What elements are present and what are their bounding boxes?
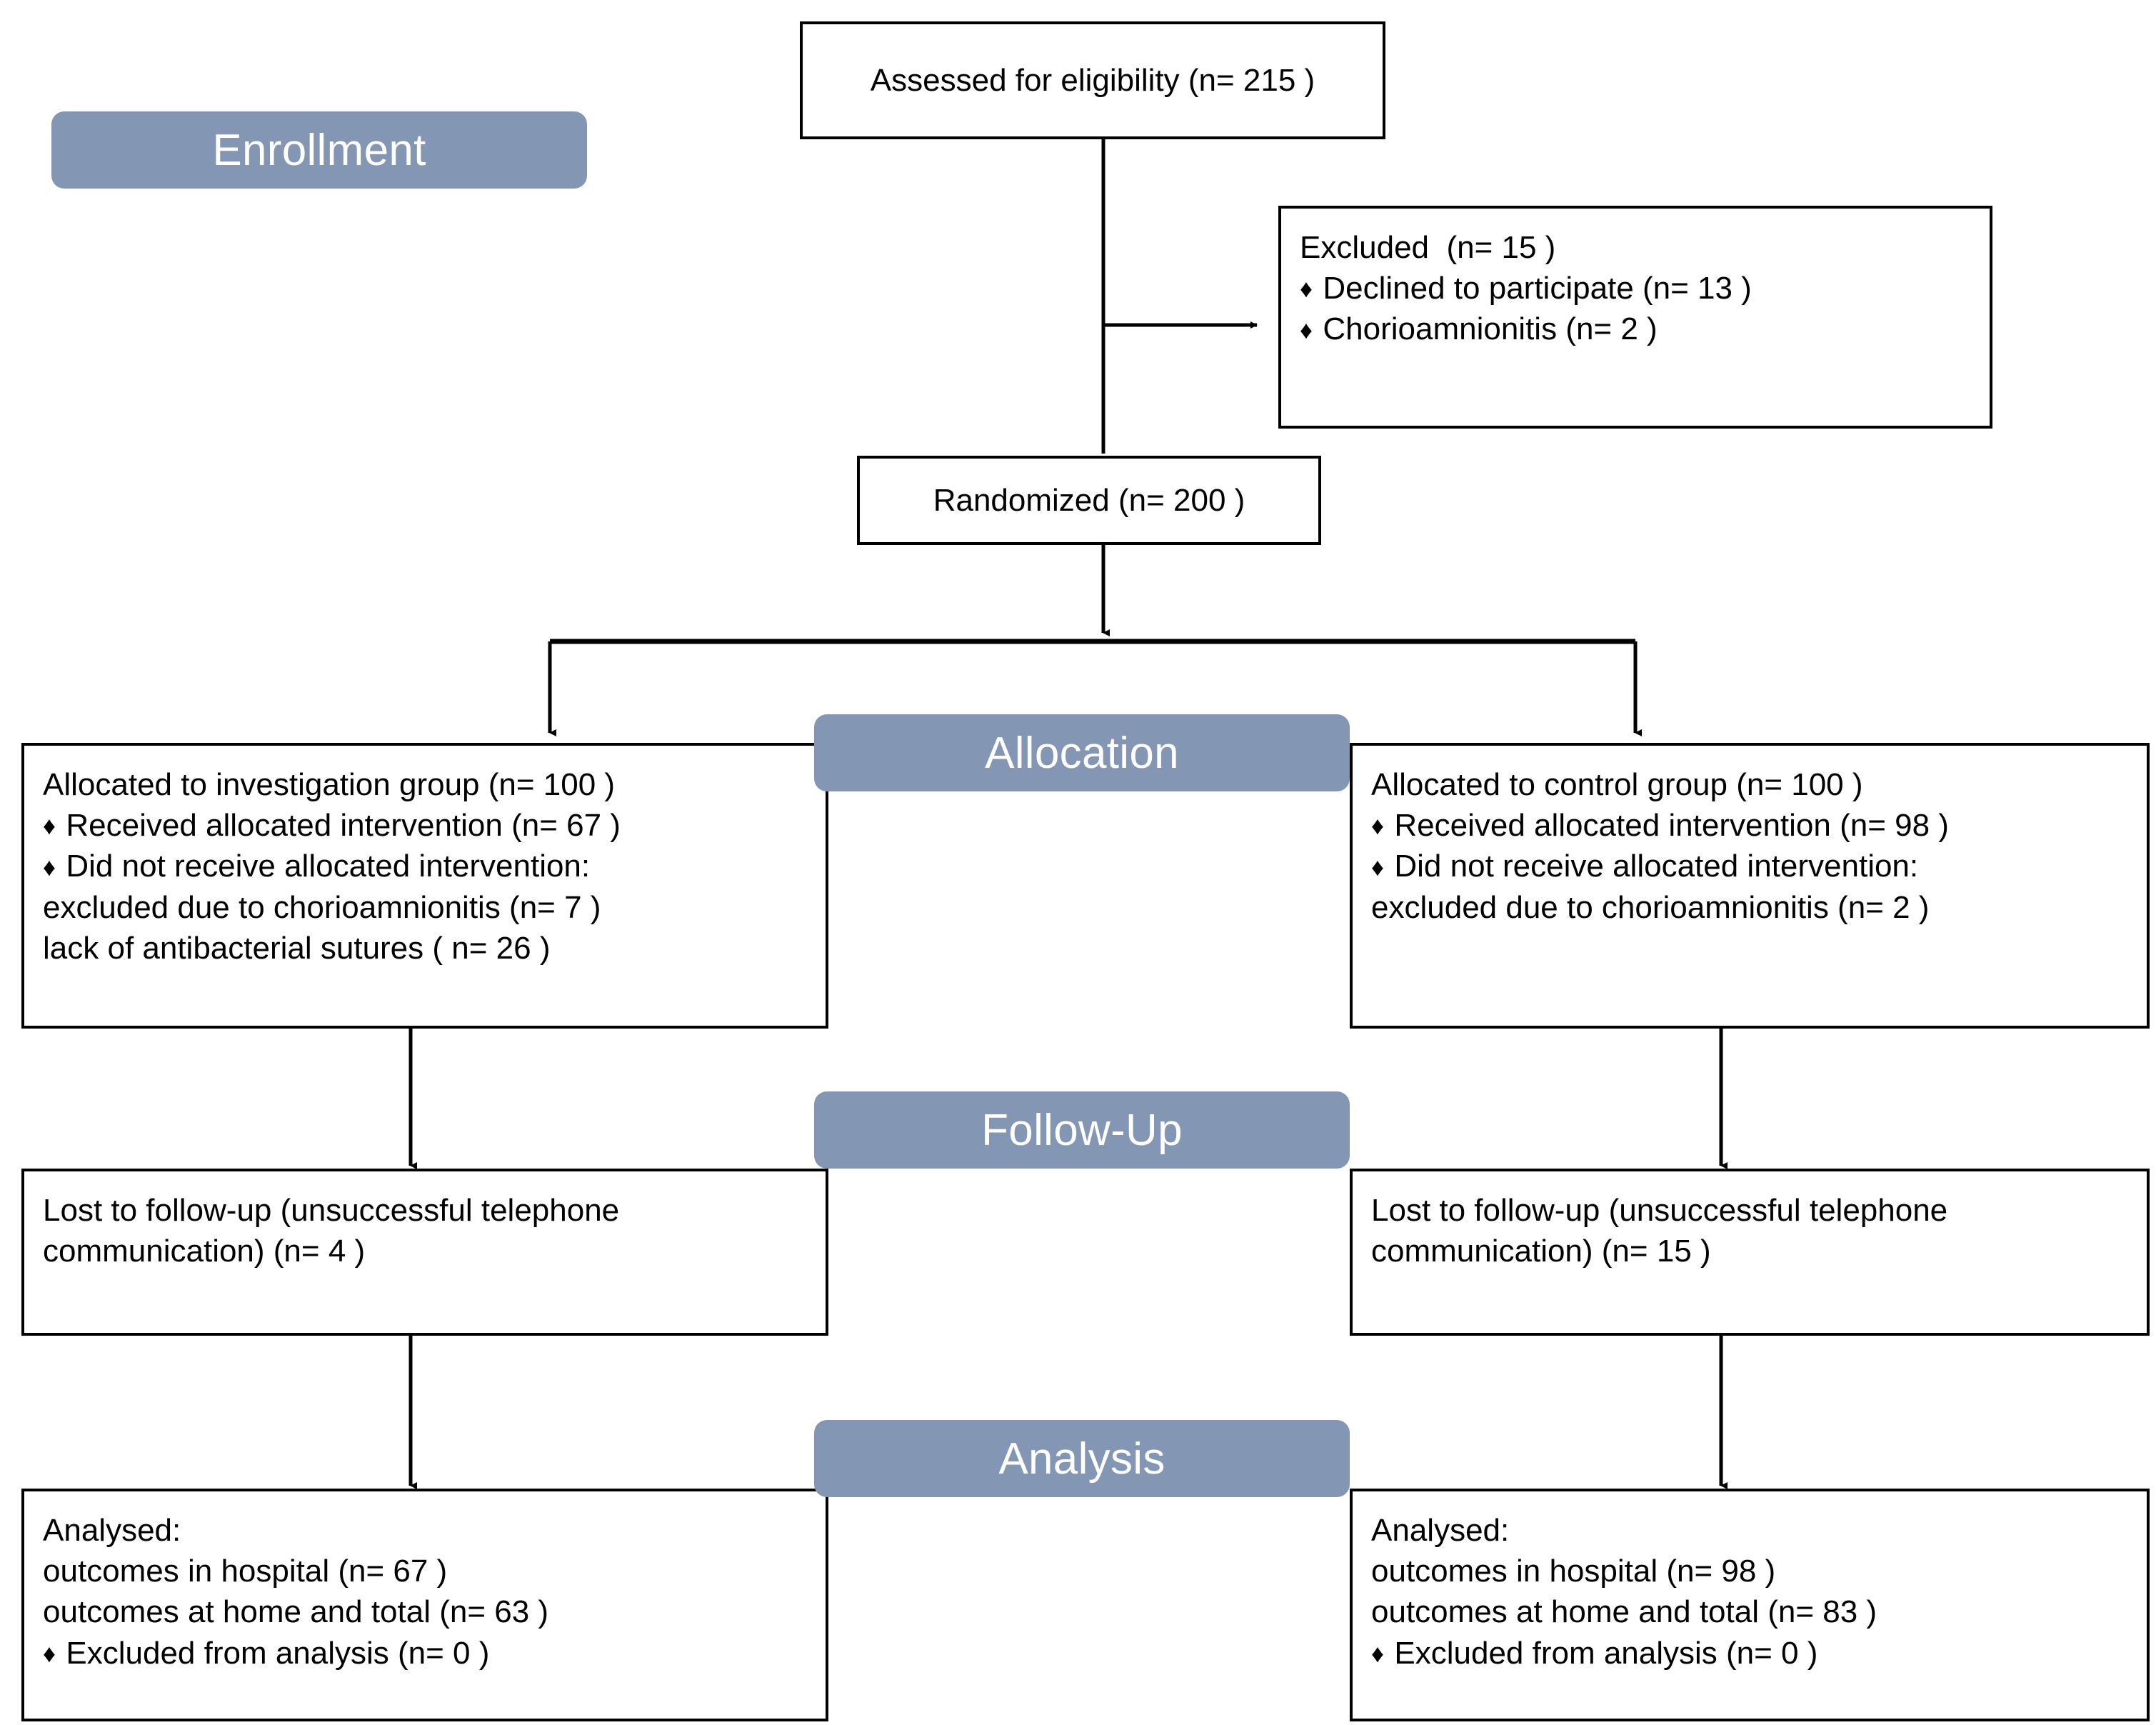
box-bullet-line: Received allocated intervention (n= 98 ) xyxy=(1371,805,2131,846)
box-allocated-control-group: Allocated to control group (n= 100 )Rece… xyxy=(1350,743,2150,1029)
box-bullet-line: Did not receive allocated intervention: xyxy=(43,846,810,886)
box-bullet-line: Did not receive allocated intervention: xyxy=(1371,846,2131,886)
box-assessed-for-eligibility: Assessed for eligibility (n= 215 ) xyxy=(800,21,1385,139)
stage-badge-followup-label: Follow-Up xyxy=(981,1105,1183,1155)
box-lost-to-followup-investigation: Lost to follow-up (unsuccessful telephon… xyxy=(21,1169,828,1336)
box-bullet-line: Excluded from analysis (n= 0 ) xyxy=(43,1633,810,1674)
stage-badge-followup: Follow-Up xyxy=(814,1091,1350,1169)
box-bullet-line: Excluded from analysis (n= 0 ) xyxy=(1371,1633,2131,1674)
box-bullet-line: Chorioamnionitis (n= 2 ) xyxy=(1300,309,1974,349)
stage-badge-analysis: Analysis xyxy=(814,1420,1350,1497)
stage-badge-enrollment: Enrollment xyxy=(51,111,587,189)
stage-badge-allocation-label: Allocation xyxy=(985,728,1179,778)
box-text-line: excluded due to chorioamnionitis (n= 2 ) xyxy=(1371,889,1930,925)
box-text-line: Allocated to control group (n= 100 ) xyxy=(1371,767,1863,802)
box-text-line: Lost to follow-up (unsuccessful telephon… xyxy=(1371,1193,1948,1228)
box-text-line: outcomes in hospital (n= 98 ) xyxy=(1371,1554,1776,1589)
box-analysed-investigation: Analysed: outcomes in hospital (n= 67 ) ou… xyxy=(21,1489,828,1721)
box-excluded: Excluded (n= 15 )Declined to participate… xyxy=(1278,206,1992,429)
connector-randomized-split xyxy=(548,543,1642,736)
box-text-line: communication) (n= 4 ) xyxy=(43,1234,366,1269)
stage-badge-allocation: Allocation xyxy=(814,714,1350,791)
box-text-line: outcomes at home and total (n= 83 ) xyxy=(1371,1594,1877,1630)
stage-badge-analysis-label: Analysis xyxy=(998,1434,1165,1484)
box-bullet-line: Received allocated intervention (n= 67 ) xyxy=(43,805,810,846)
box-text-line: excluded due to chorioamnionitis (n= 7 ) xyxy=(43,889,601,925)
stage-badge-enrollment-label: Enrollment xyxy=(212,125,426,175)
box-text-line: Analysed: xyxy=(1371,1513,1510,1548)
box-text-line: Excluded (n= 15 ) xyxy=(1300,230,1556,265)
box-lost-to-followup-control: Lost to follow-up (unsuccessful telephon… xyxy=(1350,1169,2150,1336)
box-text-line: communication) (n= 15 ) xyxy=(1371,1234,1711,1269)
box-bullet-line: Declined to participate (n= 13 ) xyxy=(1300,268,1974,309)
box-allocated-investigation-group: Allocated to investigation group (n= 100… xyxy=(21,743,828,1029)
box-text-line: Lost to follow-up (unsuccessful telephon… xyxy=(43,1193,620,1228)
box-text-line: Analysed: xyxy=(43,1513,181,1548)
box-text-line: lack of antibacterial sutures ( n= 26 ) xyxy=(43,930,551,966)
box-text-line: Randomized (n= 200 ) xyxy=(933,482,1245,518)
box-randomized: Randomized (n= 200 ) xyxy=(857,456,1321,545)
box-text-line: Allocated to investigation group (n= 100… xyxy=(43,767,616,802)
box-text-line: outcomes in hospital (n= 67 ) xyxy=(43,1554,448,1589)
box-text-line: outcomes at home and total (n= 63 ) xyxy=(43,1594,549,1630)
box-analysed-control: Analysed: outcomes in hospital (n= 98 ) ou… xyxy=(1350,1489,2150,1721)
box-text-line: Assessed for eligibility (n= 215 ) xyxy=(870,62,1315,98)
